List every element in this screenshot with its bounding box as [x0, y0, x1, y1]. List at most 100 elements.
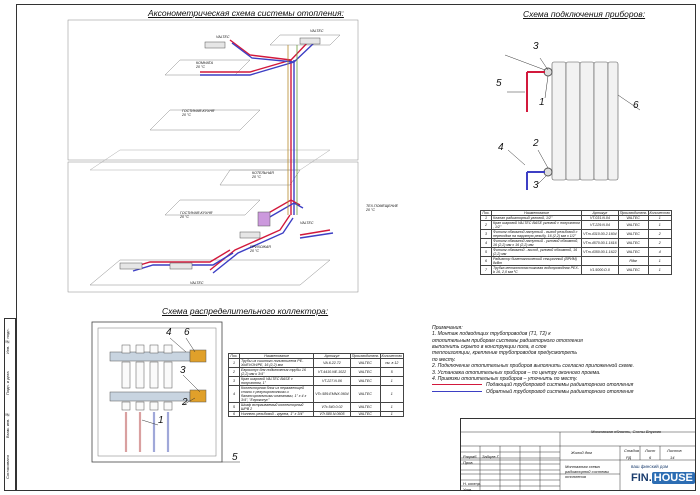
collector-cabinet: [91, 321, 240, 463]
notes-heading: Примечания:: [432, 325, 463, 331]
table-cell: VT.4410.NE.1022: [313, 367, 351, 377]
notes-block: Примечания: 1. Монтаж подводящих трубопр…: [432, 325, 690, 395]
table-cell: VALTEC: [617, 265, 649, 275]
table-cell: 4: [480, 238, 492, 248]
table-header-cell: Количество: [647, 210, 673, 216]
stamp-region: Московская область, Сосны Внуково: [591, 429, 662, 434]
table-cell: VALTEC: [617, 229, 649, 239]
table-cell: 6: [480, 256, 492, 266]
valtec-label: VALTEC: [310, 29, 324, 33]
note-line: 1. Монтаж подводящих трубопроводов (Т1, …: [432, 331, 551, 338]
stamp-sheets-label: Листов: [667, 448, 682, 453]
table-cell: 3: [480, 229, 492, 239]
radiator-diagram: [504, 54, 641, 190]
table-cell: VT.229.N.04: [581, 220, 619, 230]
table-cell: 2: [480, 220, 492, 230]
table-cell: 1: [228, 358, 240, 368]
note-line: отопительным приборам системы радиаторно…: [432, 337, 583, 344]
callout-number: 5: [496, 78, 502, 89]
table-cell: V1.5000.D.0: [581, 265, 619, 275]
legend-supply-text: Подающий трубопровод системы радиаторног…: [486, 382, 634, 389]
note-line: 2. Подключение отопительных приборов вып…: [432, 363, 635, 370]
axon-title: Аксонометрическая схема системы отоплени…: [148, 8, 344, 18]
note-line: 3. Установка отопительных приборов – по …: [432, 369, 601, 376]
stamp-dev-name: Зайцев Г.: [482, 454, 500, 459]
table-cell: VALTEC: [617, 238, 649, 248]
table-cell: Шкаф встраиваемый коллекторный ШРВ 2: [238, 402, 315, 412]
table-cell: Фитинг обжимной латунный - выход резьбов…: [490, 229, 583, 239]
table-cell: 1: [647, 265, 673, 275]
table-cell: VALTEC: [349, 367, 381, 377]
table-cell: 5: [228, 402, 240, 412]
drawing-frame: [16, 4, 696, 491]
table-cell: 4: [647, 247, 673, 257]
devices-title: Схема подключения приборов:: [523, 9, 646, 19]
valtec-label: VALTEC: [190, 281, 204, 285]
table-cell: 5: [480, 247, 492, 257]
legend-return-swatch: [432, 390, 482, 392]
table-cell: Фитинг обжимной латунный - угловой обжим…: [490, 238, 583, 248]
table-cell: VALTEC: [349, 411, 381, 417]
stamp-sheet-title: Монтажная схема радиаторной системы отоп…: [565, 464, 610, 479]
table-cell: 2: [228, 367, 240, 377]
callout-number: 1: [539, 97, 545, 108]
table-cell: VALTEC: [349, 376, 381, 386]
table-cell: [581, 256, 619, 266]
axon-radiators: [119, 37, 321, 270]
table-cell: Радиатор биметаллический секционный (ВРИ…: [490, 256, 583, 266]
table-cell: VALTEC: [349, 385, 381, 403]
axon-floor-lower: [67, 161, 359, 293]
stamp-stage: РД: [626, 455, 632, 460]
table-cell: VT.227.N.06: [313, 376, 351, 386]
table-cell: VTr.580.N.0605: [313, 411, 351, 417]
note-line: 4. Привязки отопительных приборов – уточ…: [432, 375, 578, 382]
stamp-check-label: Пров.: [463, 460, 474, 465]
table-cell: 4: [228, 385, 240, 403]
note-line: теплоизоляции, крепление трубопроводов п…: [432, 350, 577, 357]
note-line: по месту.: [432, 356, 456, 363]
callout-number: 4: [498, 142, 504, 153]
table-cell: 1: [647, 220, 673, 230]
table-header-cell: Количество: [379, 353, 405, 359]
callout-number: 3: [180, 365, 186, 376]
table-cell: Фитинг обжимной - выход, угловой обжимно…: [490, 247, 583, 257]
callout-number: 3: [533, 180, 539, 191]
table-header-cell: Производитель: [617, 210, 649, 216]
table-cell: VALTEC: [617, 220, 649, 230]
collector-title: Схема распределительного коллектора:: [162, 306, 329, 316]
table-cell: 5: [379, 367, 405, 377]
notes-lines: 1. Монтаж подводящих трубопроводов (Т1, …: [432, 331, 690, 382]
callout-number: 2: [533, 138, 539, 149]
stamp-stage-label: Стадия: [624, 448, 639, 453]
note-line: выполнить скрыто в конструкции пола, в с…: [432, 344, 547, 351]
company-logo: FIN.HOUSE: [631, 472, 695, 484]
logo-text-b: HOUSE: [651, 472, 695, 484]
table-cell: 1: [379, 376, 405, 386]
callout-number: 6: [633, 100, 639, 111]
table-cell: VTm.4310.00.2.1604: [581, 229, 619, 239]
table-cell: VALTEC: [349, 402, 381, 412]
table-cell: 1: [379, 385, 405, 403]
table-cell: Евроконус для подключения трубы 16 (2,2)…: [238, 367, 315, 377]
table-cell: Трубы из сшитого полиэтилена PE-Xb/EVOH/…: [238, 358, 315, 368]
callout-number: 6: [184, 327, 190, 338]
table-cell: VTm.4570.00.1.1616: [581, 238, 619, 248]
legend-supply-swatch: [432, 384, 482, 386]
legend-return: Обратный трубопровод системы радиаторног…: [432, 389, 690, 395]
table-cell: 2: [647, 229, 673, 239]
stamp-norm-label: Н. контр.: [463, 481, 482, 486]
callout-number: 5: [232, 452, 238, 463]
table-cell: VTc.589.EMNX.0604: [313, 385, 351, 403]
